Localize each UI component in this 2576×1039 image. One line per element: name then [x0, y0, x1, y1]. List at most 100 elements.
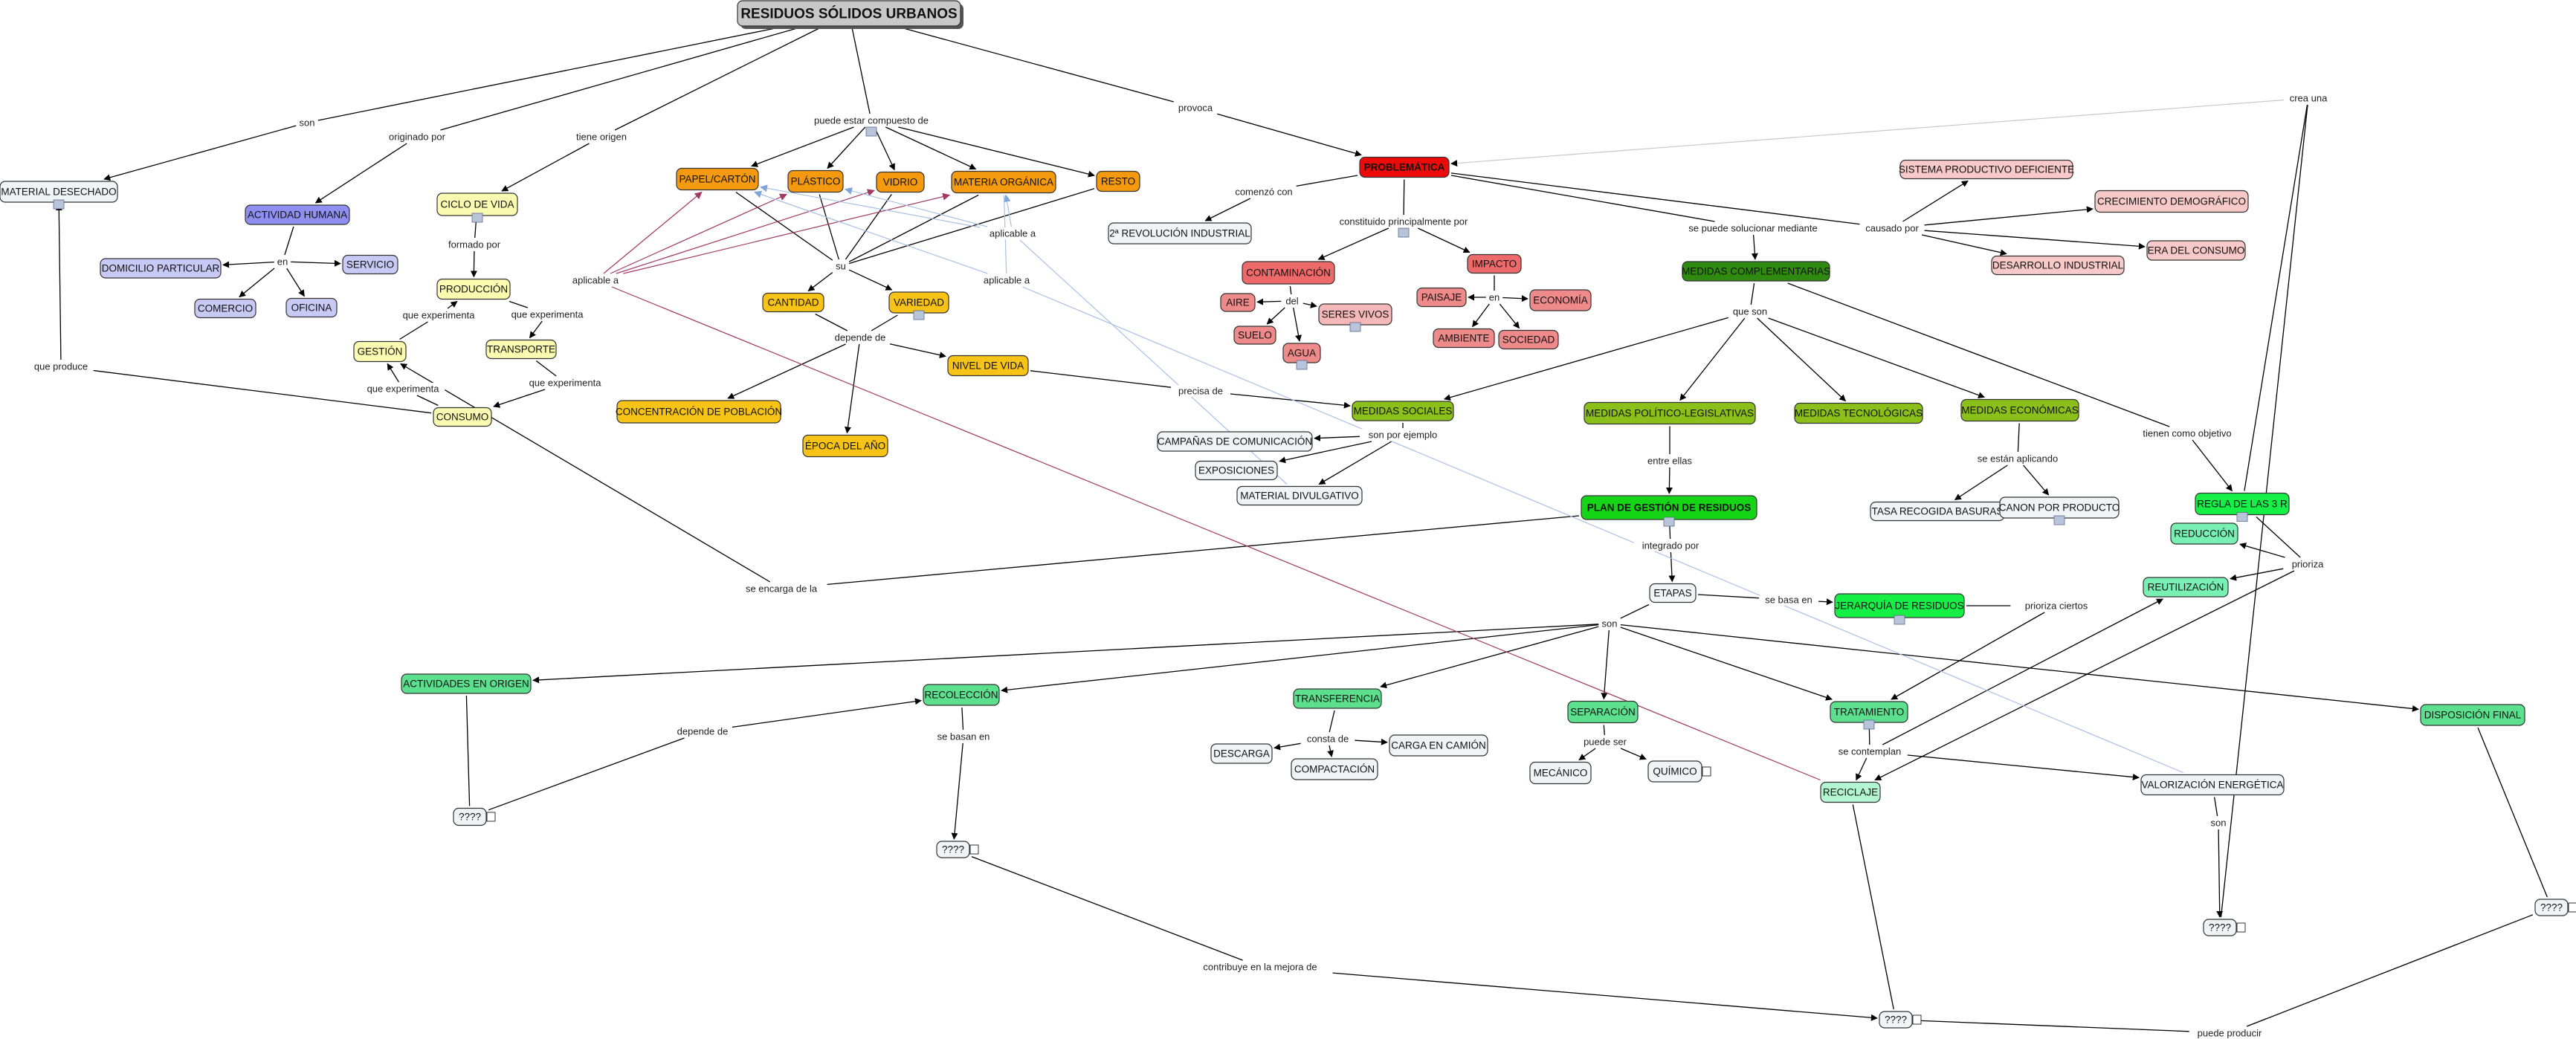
concept-node-var[interactable]: VARIEDAD	[888, 291, 949, 320]
concept-node-ofi[interactable]: OFICINA	[285, 297, 338, 318]
concept-node-di[interactable]: DESARROLLO INDUSTRIAL	[1991, 255, 2125, 276]
link-cont-L_del	[1289, 285, 1292, 295]
concept-node-cont[interactable]: CONTAMINACIÓN	[1242, 261, 1335, 285]
concept-node-prob[interactable]: PROBLEMÁTICA	[1359, 156, 1450, 178]
concept-node-trb[interactable]: TASA RECOGIDA BASURAS	[1870, 501, 2005, 522]
concept-node-eco[interactable]: ECONOMÍA	[1529, 289, 1592, 311]
concept-node-aire[interactable]: AIRE	[1220, 293, 1256, 312]
concept-node-r3[interactable]: REGLA DE LAS 3 R	[2195, 492, 2290, 522]
link-label: se encarga de la	[746, 583, 818, 595]
concept-node-q5[interactable]: ????	[1879, 1011, 1922, 1029]
link-icon[interactable]	[2236, 922, 2246, 933]
concept-node-desc[interactable]: DESCARGA	[1210, 743, 1273, 764]
concept-node-cant[interactable]: CANTIDAD	[762, 292, 824, 313]
resource-icon[interactable]	[1349, 322, 1361, 332]
concept-node-mo[interactable]: MATERIA ORGÁNICA	[951, 170, 1056, 194]
concept-node-amb[interactable]: AMBIENTE	[1433, 328, 1495, 349]
concept-node-jer[interactable]: JERARQUÍA DE RESIDUOS	[1834, 593, 1965, 625]
concept-node-sv[interactable]: SERES VIVOS	[1318, 303, 1392, 332]
resource-icon[interactable]	[1663, 517, 1675, 527]
concept-node-cp[interactable]: CONCENTRACIÓN DE POBLACIÓN	[616, 400, 782, 424]
concept-node-gest[interactable]: GESTIÓN	[353, 340, 407, 363]
node-box	[2170, 522, 2238, 545]
concept-node-suelo[interactable]: SUELO	[1233, 326, 1276, 345]
concept-node-mdv[interactable]: MATERIAL DIVULGATIVO	[1236, 485, 1363, 506]
concept-node-pais[interactable]: PAISAJE	[1416, 287, 1467, 308]
concept-node-recic[interactable]: RECICLAJE	[1820, 781, 1881, 803]
concept-node-ea[interactable]: ÉPOCA DEL AÑO	[802, 434, 888, 458]
link-icon[interactable]	[1702, 766, 1711, 777]
link-L_comp-vid	[874, 126, 895, 171]
concept-node-redu[interactable]: REDUCCIÓN	[2170, 522, 2238, 545]
concept-node-com[interactable]: COMERCIO	[194, 298, 256, 319]
concept-node-mt[interactable]: MEDIDAS TECNOLÓGICAS	[1794, 402, 1923, 424]
concept-node-cons[interactable]: CONSUMO	[433, 407, 492, 427]
concept-node-root[interactable]: RESIDUOS SÓLIDOS URBANOS	[737, 0, 963, 29]
concept-node-mpl[interactable]: MEDIDAS POLÍTICO-LEGISLATIVAS	[1584, 401, 1756, 425]
concept-node-dfin[interactable]: DISPOSICIÓN FINAL	[2420, 704, 2525, 726]
concept-node-md[interactable]: MATERIAL DESECHADO	[0, 181, 118, 210]
link-icon[interactable]	[2568, 902, 2576, 913]
resource-icon[interactable]	[1296, 360, 1308, 370]
concept-node-mc[interactable]: MEDIDAS COMPLEMENTARIAS	[1682, 261, 1830, 282]
concept-node-cd[interactable]: CRECIMIENTO DEMOGRÁFICO	[2094, 190, 2249, 213]
resource-icon[interactable]	[913, 310, 925, 320]
link-icon[interactable]	[1912, 1014, 1922, 1025]
concept-node-reut[interactable]: REUTILIZACIÓN	[2143, 577, 2229, 598]
resource-icon[interactable]	[865, 126, 877, 137]
concept-node-serv[interactable]: SERVICIO	[342, 254, 398, 275]
concept-node-soc[interactable]: SOCIEDAD	[1498, 329, 1559, 350]
concept-node-exp[interactable]: EXPOSICIONES	[1195, 460, 1278, 481]
concept-node-comp[interactable]: COMPACTACIÓN	[1291, 758, 1378, 780]
concept-node-q3[interactable]: ????	[2203, 919, 2246, 936]
resource-icon[interactable]	[1863, 719, 1875, 730]
node-box	[342, 254, 398, 275]
concept-node-trf[interactable]: TRANSFERENCIA	[1293, 688, 1382, 709]
concept-node-q4[interactable]: ????	[2534, 899, 2576, 916]
concept-node-ah[interactable]: ACTIVIDAD HUMANA	[245, 204, 350, 225]
concept-node-tran[interactable]: TRANSPORTE	[485, 339, 557, 360]
concept-node-qui[interactable]: QUÍMICO	[1647, 760, 1711, 783]
concept-node-dp[interactable]: DOMICILIO PARTICULAR	[100, 258, 222, 279]
concept-node-pla[interactable]: PLÁSTICO	[787, 169, 844, 193]
concept-node-pap[interactable]: PAPEL/CARTÓN	[676, 167, 759, 191]
concept-node-ve[interactable]: VALORIZACIÓN ENERGÉTICA	[2140, 774, 2285, 796]
concept-node-mec[interactable]: MECÁNICO	[1529, 761, 1592, 785]
resource-icon[interactable]	[1894, 615, 1905, 625]
node-label: REUTILIZACIÓN	[2148, 582, 2224, 593]
link-L_pprod-q5	[1914, 1017, 2189, 1032]
concept-node-imp[interactable]: IMPACTO	[1467, 253, 1522, 274]
concept-node-rec[interactable]: RECOLECCIÓN	[923, 684, 1000, 706]
concept-node-carga[interactable]: CARGA EN CAMIÓN	[1389, 734, 1488, 757]
concept-node-q1[interactable]: ????	[453, 807, 496, 826]
concept-node-ms[interactable]: MEDIDAS SOCIALES	[1352, 401, 1454, 421]
concept-node-cc[interactable]: CAMPAÑAS DE COMUNICACIÓN	[1157, 431, 1313, 452]
concept-node-vid[interactable]: VIDRIO	[876, 171, 925, 193]
link-label-bg	[1486, 291, 1502, 303]
resource-icon[interactable]	[2236, 512, 2248, 522]
concept-node-ec[interactable]: ERA DEL CONSUMO	[2146, 240, 2246, 261]
concept-node-etap[interactable]: ETAPAS	[1649, 583, 1697, 603]
concept-node-nv[interactable]: NIVEL DE VIDA	[947, 355, 1029, 377]
concept-node-agua[interactable]: AGUA	[1282, 343, 1321, 370]
resource-icon[interactable]	[2053, 515, 2065, 525]
concept-node-ao[interactable]: ACTIVIDADES EN ORIGEN	[401, 673, 532, 694]
concept-node-res[interactable]: RESTO	[1096, 170, 1140, 192]
concept-node-pgr[interactable]: PLAN DE GESTIÓN DE RESIDUOS	[1581, 495, 1757, 527]
concept-node-q2[interactable]: ????	[936, 841, 979, 858]
link-icon[interactable]	[969, 844, 979, 855]
link-icon[interactable]	[486, 812, 496, 822]
concept-node-rev[interactable]: 2ª REVOLUCIÓN INDUSTRIAL	[1108, 222, 1252, 245]
concept-node-spd[interactable]: SISTEMA PRODUCTIVO DEFICIENTE	[1899, 159, 2074, 180]
concept-node-sep[interactable]: SEPARACIÓN	[1567, 700, 1639, 724]
resource-icon[interactable]	[471, 213, 483, 223]
concept-node-me[interactable]: MEDIDAS ECONÓMICAS	[1960, 398, 2079, 422]
concept-node-cpp[interactable]: CANON POR PRODUCTO	[1999, 496, 2120, 525]
link-ao-q1	[465, 695, 471, 806]
concept-node-trat[interactable]: TRATAMIENTO	[1830, 701, 1908, 730]
concept-node-cv[interactable]: CICLO DE VIDA	[436, 192, 518, 223]
resource-icon[interactable]	[1398, 227, 1410, 238]
node-label: SERES VIVOS	[1322, 309, 1389, 320]
resource-icon[interactable]	[53, 199, 65, 210]
concept-node-prod[interactable]: PRODUCCIÓN	[436, 278, 511, 300]
